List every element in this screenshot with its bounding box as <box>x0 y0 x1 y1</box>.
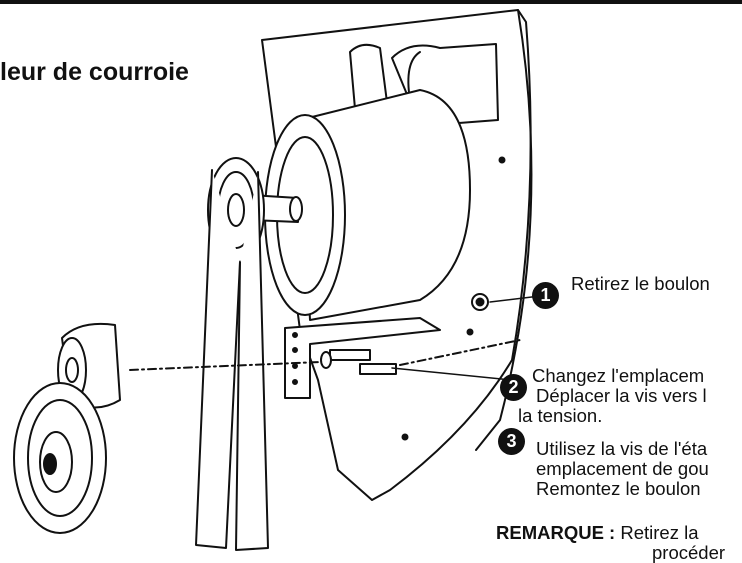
step-2-line: la tension. <box>518 405 603 426</box>
note-label: REMARQUE : <box>496 522 616 543</box>
step-3-line: Utilisez la vis de l'éta <box>536 438 708 459</box>
motor-body <box>299 89 471 321</box>
step-2-line: Changez l'emplacem <box>532 365 705 386</box>
note: REMARQUE : Retirez la procéder <box>496 523 725 563</box>
step-2-text: Changez l'emplacem Déplacer la vis vers … <box>518 366 707 426</box>
note-line: Retirez la <box>620 522 699 543</box>
step-3-line: Remontez le boulon <box>536 478 701 499</box>
step-1-badge: 1 <box>532 282 559 309</box>
step-1-text: Retirez le boulon <box>571 274 710 294</box>
step-2-badge: 2 <box>500 374 527 401</box>
top-rule <box>0 0 742 4</box>
step-2-line: Déplacer la vis vers l <box>536 385 707 406</box>
drive-belt <box>195 169 241 549</box>
step-3-text: Utilisez la vis de l'éta emplacement de … <box>536 439 709 499</box>
page-title: leur de courroie <box>0 58 189 86</box>
note-line: procéder <box>652 542 726 563</box>
step-1-line: Retirez le boulon <box>571 273 710 294</box>
tensioner-bracket <box>284 317 441 399</box>
step-3-line: emplacement de gou <box>536 458 709 479</box>
step-3-badge: 3 <box>498 428 525 455</box>
